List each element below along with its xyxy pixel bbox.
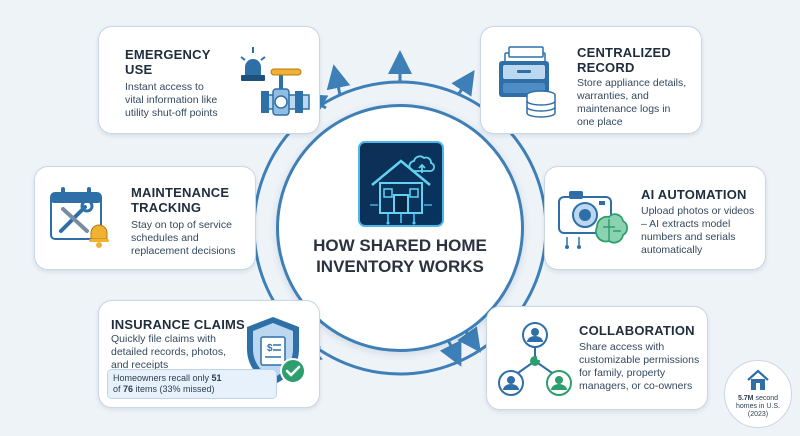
card-description: Upload photos or videos – AI extracts mo… xyxy=(641,205,755,256)
badge-text: 5.7M second homes in U.S. (2023) xyxy=(736,395,780,418)
card-description: Share access with customizable permissio… xyxy=(579,341,700,392)
card-description: Instant access to vital information like… xyxy=(125,81,218,119)
card-ai-automation: AI AUTOMATION Upload photos or videos – … xyxy=(544,166,766,270)
house-icon xyxy=(747,369,769,390)
shutoff-valve-icon xyxy=(240,47,310,116)
smart-home-icon xyxy=(358,141,444,227)
calendar-wrench-icon xyxy=(50,187,109,248)
arrow-collaboration-2 xyxy=(439,339,462,367)
arrow-centralized xyxy=(451,70,475,97)
shared-users-icon xyxy=(498,322,572,396)
card-title: INSURANCE CLAIMS xyxy=(111,317,245,332)
card-description: Store appliance details, warranties, and… xyxy=(577,77,687,128)
card-description: Quickly file claims with detailed record… xyxy=(111,333,226,371)
diagram-title: HOW SHARED HOME INVENTORY WORKS xyxy=(313,236,487,276)
card-title: CENTRALIZED RECORD xyxy=(577,45,671,75)
card-title: COLLABORATION xyxy=(579,323,695,338)
card-emergency-use: EMERGENCY USE Instant access to vital in… xyxy=(98,26,320,134)
second-homes-badge: 5.7M second homes in U.S. (2023) xyxy=(724,360,792,428)
camera-brain-icon xyxy=(558,191,629,249)
shield-document-icon: $ xyxy=(247,317,306,385)
recall-stat-note: Homeowners recall only 51 of 76 items (3… xyxy=(107,369,277,399)
file-cabinet-database-icon xyxy=(499,46,556,118)
card-title: AI AUTOMATION xyxy=(641,187,747,202)
svg-text:$: $ xyxy=(267,343,273,354)
card-centralized-record: CENTRALIZED RECORD Store appliance detai… xyxy=(480,26,702,134)
card-collaboration: COLLABORATION Share access with customiz… xyxy=(486,306,708,410)
card-maintenance-tracking: MAINTENANCE TRACKING Stay on top of serv… xyxy=(34,166,256,270)
card-description: Stay on top of service schedules and rep… xyxy=(131,219,236,257)
card-title: MAINTENANCE TRACKING xyxy=(131,185,230,215)
card-title: EMERGENCY USE xyxy=(125,47,211,77)
card-insurance-claims: INSURANCE CLAIMS Quickly file claims wit… xyxy=(98,300,320,408)
arrow-emergency xyxy=(326,64,351,96)
